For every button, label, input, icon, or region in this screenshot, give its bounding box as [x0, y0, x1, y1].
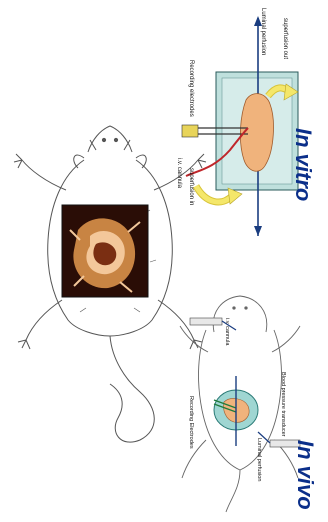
label-recording-electrodes-vitro: Recording electrodes [188, 60, 194, 117]
label-recording-electrodes-vivo: Recording Electrodes [188, 396, 194, 449]
label-luminal-perfusion-vivo: Luminal perfusion [256, 438, 262, 481]
gut-photo [62, 205, 148, 297]
label-superfusion-out: superfusion out [282, 18, 288, 59]
in-vitro-setup: Recording electrodes Luminal perfusion s… [176, 8, 316, 236]
label-blood-pressure-transducer: Blood pressure transducer [280, 372, 286, 437]
in-vivo-setup: i.v. cannula Blood pressure transducer R… [180, 296, 318, 512]
title-in-vivo: In vivo [293, 440, 318, 510]
title-in-vitro: In vitro [291, 128, 316, 201]
label-superfusion-in: superfusion in [188, 168, 194, 205]
label-luminal-perfusion-vitro: Luminal perfusion [260, 8, 266, 55]
label-iv-cannula-vitro: i.v. cannula [176, 158, 182, 189]
label-iv-cannula-vivo: i.v. cannula [224, 318, 230, 346]
